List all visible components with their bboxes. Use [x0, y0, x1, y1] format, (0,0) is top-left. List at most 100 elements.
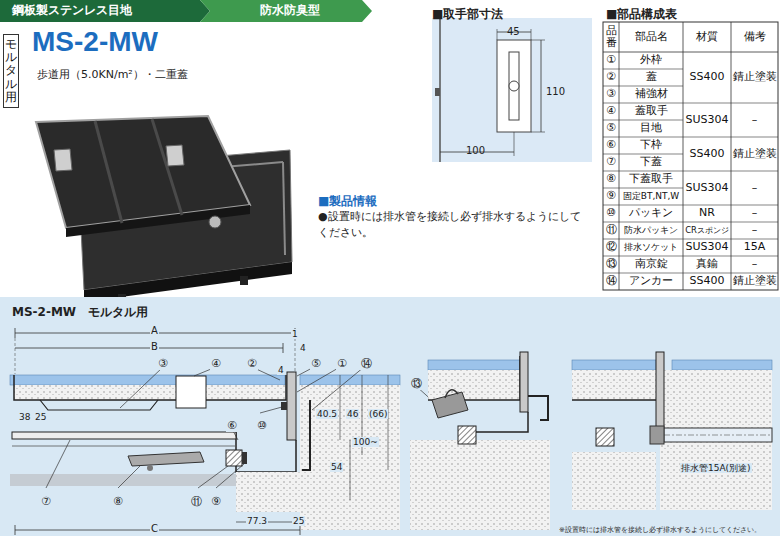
table-text: 下蓋取手 [629, 173, 673, 186]
surface-tiles [672, 360, 772, 370]
part-number: ① [606, 54, 616, 67]
ext-line [531, 132, 545, 133]
box-foot [240, 276, 248, 285]
fixing-bolt [596, 428, 614, 446]
label-slot: ⑬ [410, 372, 423, 391]
label-slot: B [150, 335, 159, 354]
part-number: ⑫ [606, 241, 617, 254]
table-text: 15A [744, 241, 766, 254]
product-title: MS-2-MW [32, 26, 158, 57]
table-rule [603, 188, 683, 189]
drawing-label: ② [246, 357, 258, 370]
table-cell: SUS304 [683, 171, 731, 205]
table-text: – [752, 182, 758, 195]
lid-side [66, 205, 250, 237]
leader-line [198, 466, 228, 488]
info-text: 歩道用（5.0KN/m²）・二重蓋 [37, 68, 188, 81]
label-slot: 25 [292, 509, 305, 528]
table-cell: ⑬ [603, 256, 619, 273]
drawing-label: 40.5 [316, 409, 338, 419]
info-text: 110 [546, 86, 565, 97]
table-text: 目地 [640, 122, 662, 135]
label-slot: ⑦ [40, 490, 52, 509]
label-slot: 54 [330, 455, 343, 474]
table-cell: ⑫ [603, 239, 619, 256]
label-slot: 4 [277, 358, 285, 377]
dim-tick [283, 343, 284, 353]
drawing-label: 4 [299, 343, 307, 353]
leader-line [120, 367, 163, 408]
anchor [302, 400, 310, 470]
outer-frame [287, 372, 296, 440]
lid-rib [152, 119, 182, 215]
table-rule [603, 222, 778, 223]
part-number: ⑦ [606, 156, 616, 169]
dim-line [541, 40, 542, 132]
concrete [410, 440, 550, 530]
table-cell: パッキン [619, 205, 683, 222]
drawing-label: ⑬ [410, 377, 423, 390]
lower-frame [236, 432, 296, 472]
lid-tray [14, 375, 286, 400]
label-slot: 40.5 [316, 402, 338, 421]
table-text: 部品名 [635, 31, 668, 44]
outer-frame [520, 352, 528, 412]
table-rule [603, 86, 683, 87]
lower-lid [12, 432, 236, 439]
label-slot: ③ [157, 352, 169, 371]
leader-line [118, 466, 140, 488]
ext-line [15, 338, 16, 374]
gasket [242, 452, 247, 464]
drawing-label: (66) [368, 409, 388, 419]
table-cell: ⑤ [603, 120, 619, 137]
table-cell: SUS304 [683, 103, 731, 137]
table-cell: 防水パッキン [619, 222, 683, 239]
drawing-label: 77.3 [246, 516, 268, 526]
table-text: – [752, 114, 758, 127]
table-header-cell: 部品名 [619, 22, 683, 52]
dim-line [350, 440, 351, 500]
table-text: 外枠 [640, 54, 662, 67]
fixing-bolt [458, 426, 476, 444]
table-text: パッキン [629, 207, 673, 220]
mortar [428, 370, 520, 400]
label-slot: 38 [18, 405, 31, 424]
table-text: SS400 [690, 71, 725, 84]
label-slot: 排水管15A(別途) [680, 456, 752, 475]
dim-line [388, 375, 389, 470]
label-slot: 歩道用（5.0KN/m²）・二重蓋 [37, 63, 188, 82]
ext-line [531, 29, 532, 40]
surface-tiles [300, 375, 400, 385]
tab-text: モルタル用 [5, 38, 17, 104]
outer-frame [656, 352, 664, 432]
table-text: 備考 [744, 31, 766, 44]
label-slot: ■製品情報 [318, 190, 377, 209]
table-cell: 固定BT,NT,W [619, 188, 683, 205]
table-text: 防水パッキン [624, 225, 678, 235]
table-cell: 目地 [619, 120, 683, 137]
label-slot: 110 [546, 80, 565, 99]
table-cell: ② [603, 69, 619, 86]
table-header-cell: 備考 [731, 22, 778, 52]
label-slot: ④ [210, 352, 222, 371]
table-rule [731, 22, 732, 290]
table-cell: CRスポンジ [683, 222, 731, 239]
table-text: 錆止塗装 [733, 71, 777, 84]
label-slot: 25 [34, 405, 47, 424]
lid-handle [166, 145, 184, 166]
concrete [300, 385, 400, 530]
drain-socket [650, 426, 664, 444]
drawing-label: 100~ [352, 437, 379, 447]
table-cell: – [731, 171, 778, 205]
table-rule [603, 52, 778, 53]
table-cell: SS400 [683, 137, 731, 171]
table-cell: ⑭ [603, 273, 619, 290]
type-banner: 防水防臭型 [200, 0, 372, 22]
table-text: 蓋 [646, 71, 657, 84]
leader-line [297, 367, 340, 392]
table-cell: 蓋 [619, 69, 683, 86]
concrete [572, 452, 656, 510]
drawing-label: 25 [34, 412, 47, 422]
table-rule [603, 103, 778, 104]
drawing-label: ⑤ [310, 357, 322, 370]
